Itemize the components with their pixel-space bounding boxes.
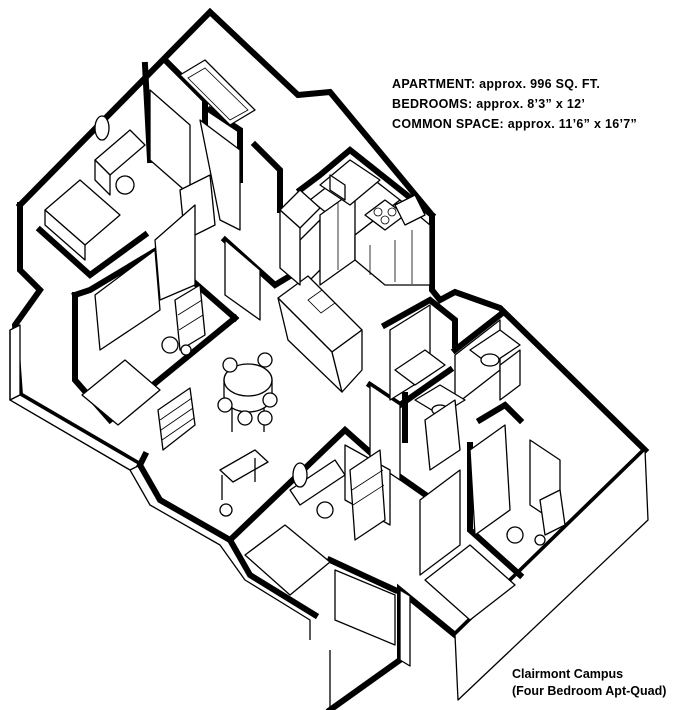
bedroom-size: BEDROOMS: approx. 8’3” x 12’ [392, 97, 586, 111]
dining-chairs [217, 352, 278, 426]
bookcase-living [157, 387, 196, 451]
right-bath-fixtures [394, 329, 521, 471]
bedroom2-furniture [81, 284, 206, 426]
console-table [219, 449, 269, 500]
bedroom4-furniture [424, 489, 566, 621]
apartment-stats: APARTMENT: approx. 996 SQ. FT. BEDROOMS:… [392, 74, 637, 134]
kitchen-island [277, 275, 363, 393]
kitchen-cabinets [309, 159, 431, 286]
plan-caption: Clairmont Campus (Four Bedroom Apt-Quad) [512, 666, 666, 700]
bathtub [179, 59, 256, 126]
bedroom3-furniture [219, 449, 386, 596]
common-space-size: COMMON SPACE: approx. 11’6” x 16’7” [392, 117, 638, 131]
refrigerator [279, 189, 321, 286]
campus-name: Clairmont Campus [512, 667, 624, 681]
unit-type: (Four Bedroom Apt-Quad) [512, 684, 667, 698]
apartment-size: APARTMENT: approx. 996 SQ. FT. [392, 77, 601, 91]
interior-walls [35, 55, 525, 594]
bedroom1-furniture [44, 115, 146, 261]
exterior-wall-faces [9, 324, 649, 710]
